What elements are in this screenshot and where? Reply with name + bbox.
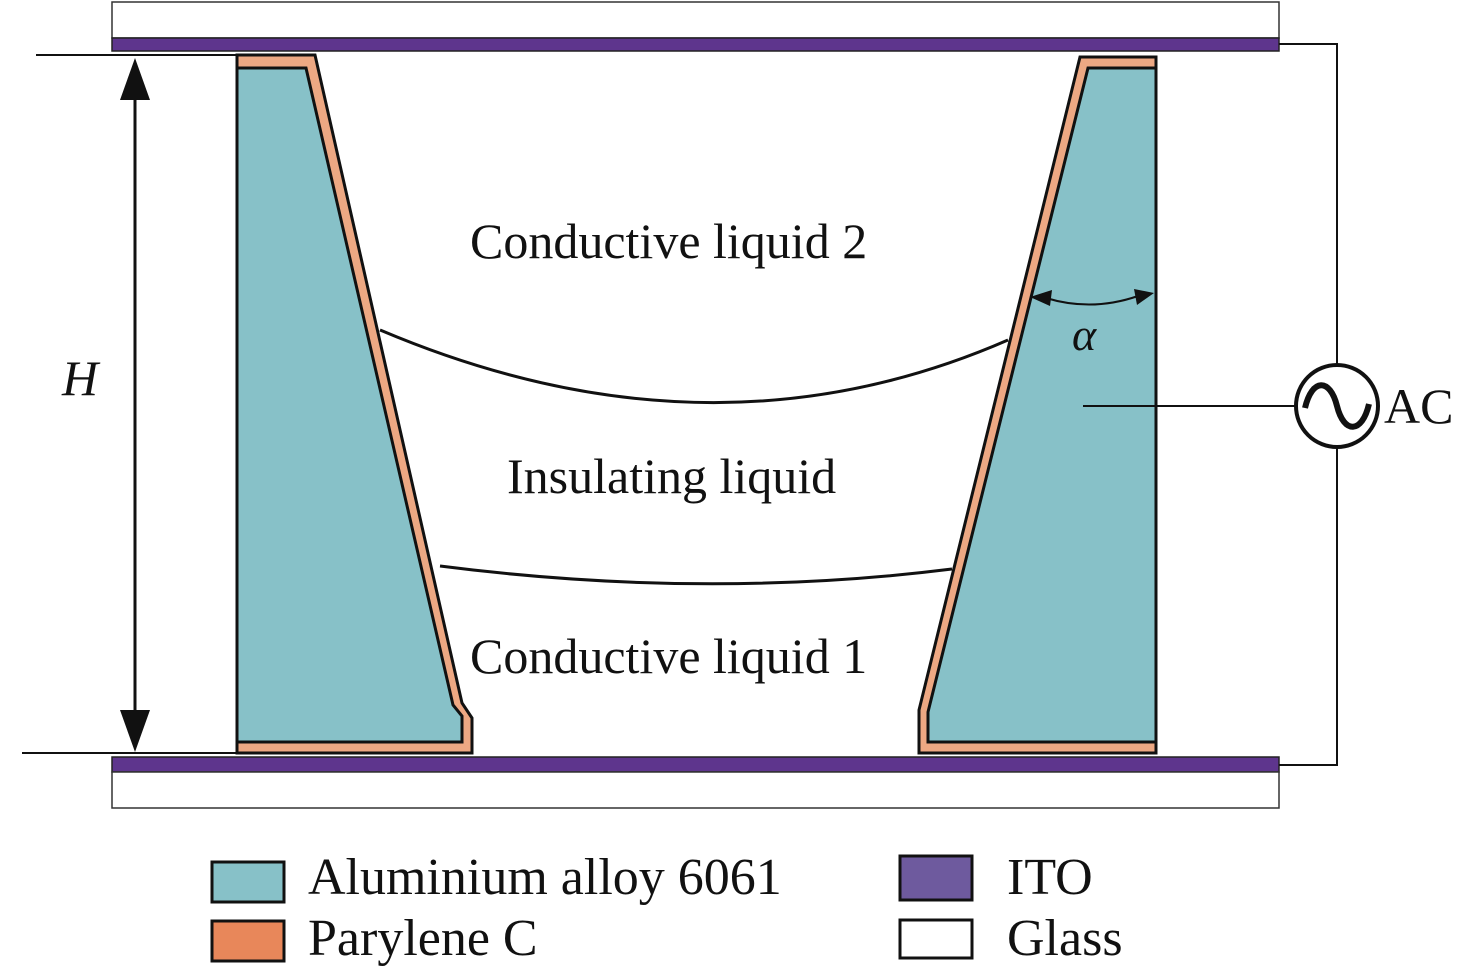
legend-swatch-ito	[898, 854, 974, 902]
legend-label-glass: Glass	[1007, 910, 1123, 967]
height-arrow-head-up	[120, 58, 150, 100]
legend-swatch-parylene	[210, 919, 286, 963]
insulating-liquid-label: Insulating liquid	[507, 448, 836, 504]
bottom-ito	[111, 756, 1280, 773]
angle-arrow-left	[1030, 290, 1052, 306]
top-ito	[111, 37, 1280, 52]
angle-arc	[1045, 295, 1139, 306]
circuit-wire-bottom	[1279, 447, 1338, 766]
circuit-wire-top	[1279, 43, 1338, 365]
angle-label: α	[1072, 309, 1097, 360]
legend-swatch-glass	[898, 918, 974, 960]
left-aluminium-pillar	[235, 66, 464, 744]
height-arrow-head-down	[120, 710, 150, 752]
right-aluminium-pillar	[926, 66, 1158, 744]
conductive-liquid-1-label: Conductive liquid 1	[470, 628, 867, 684]
height-label: H	[61, 350, 101, 406]
legend: Aluminium alloy 6061 Parylene C ITO Glas…	[210, 849, 1123, 967]
conductive-liquid-2-label: Conductive liquid 2	[470, 213, 867, 269]
legend-label-aluminium: Aluminium alloy 6061	[308, 849, 782, 906]
legend-swatch-aluminium	[210, 860, 286, 904]
bottom-glass	[111, 771, 1280, 809]
legend-label-parylene: Parylene C	[308, 910, 538, 967]
top-glass	[111, 1, 1280, 39]
legend-label-ito: ITO	[1007, 849, 1093, 906]
upper-meniscus	[379, 328, 1009, 404]
sine-wave-icon	[1302, 382, 1372, 430]
ac-label: AC	[1384, 378, 1453, 434]
lower-meniscus	[439, 564, 953, 586]
angle-arrow-right	[1134, 289, 1154, 305]
